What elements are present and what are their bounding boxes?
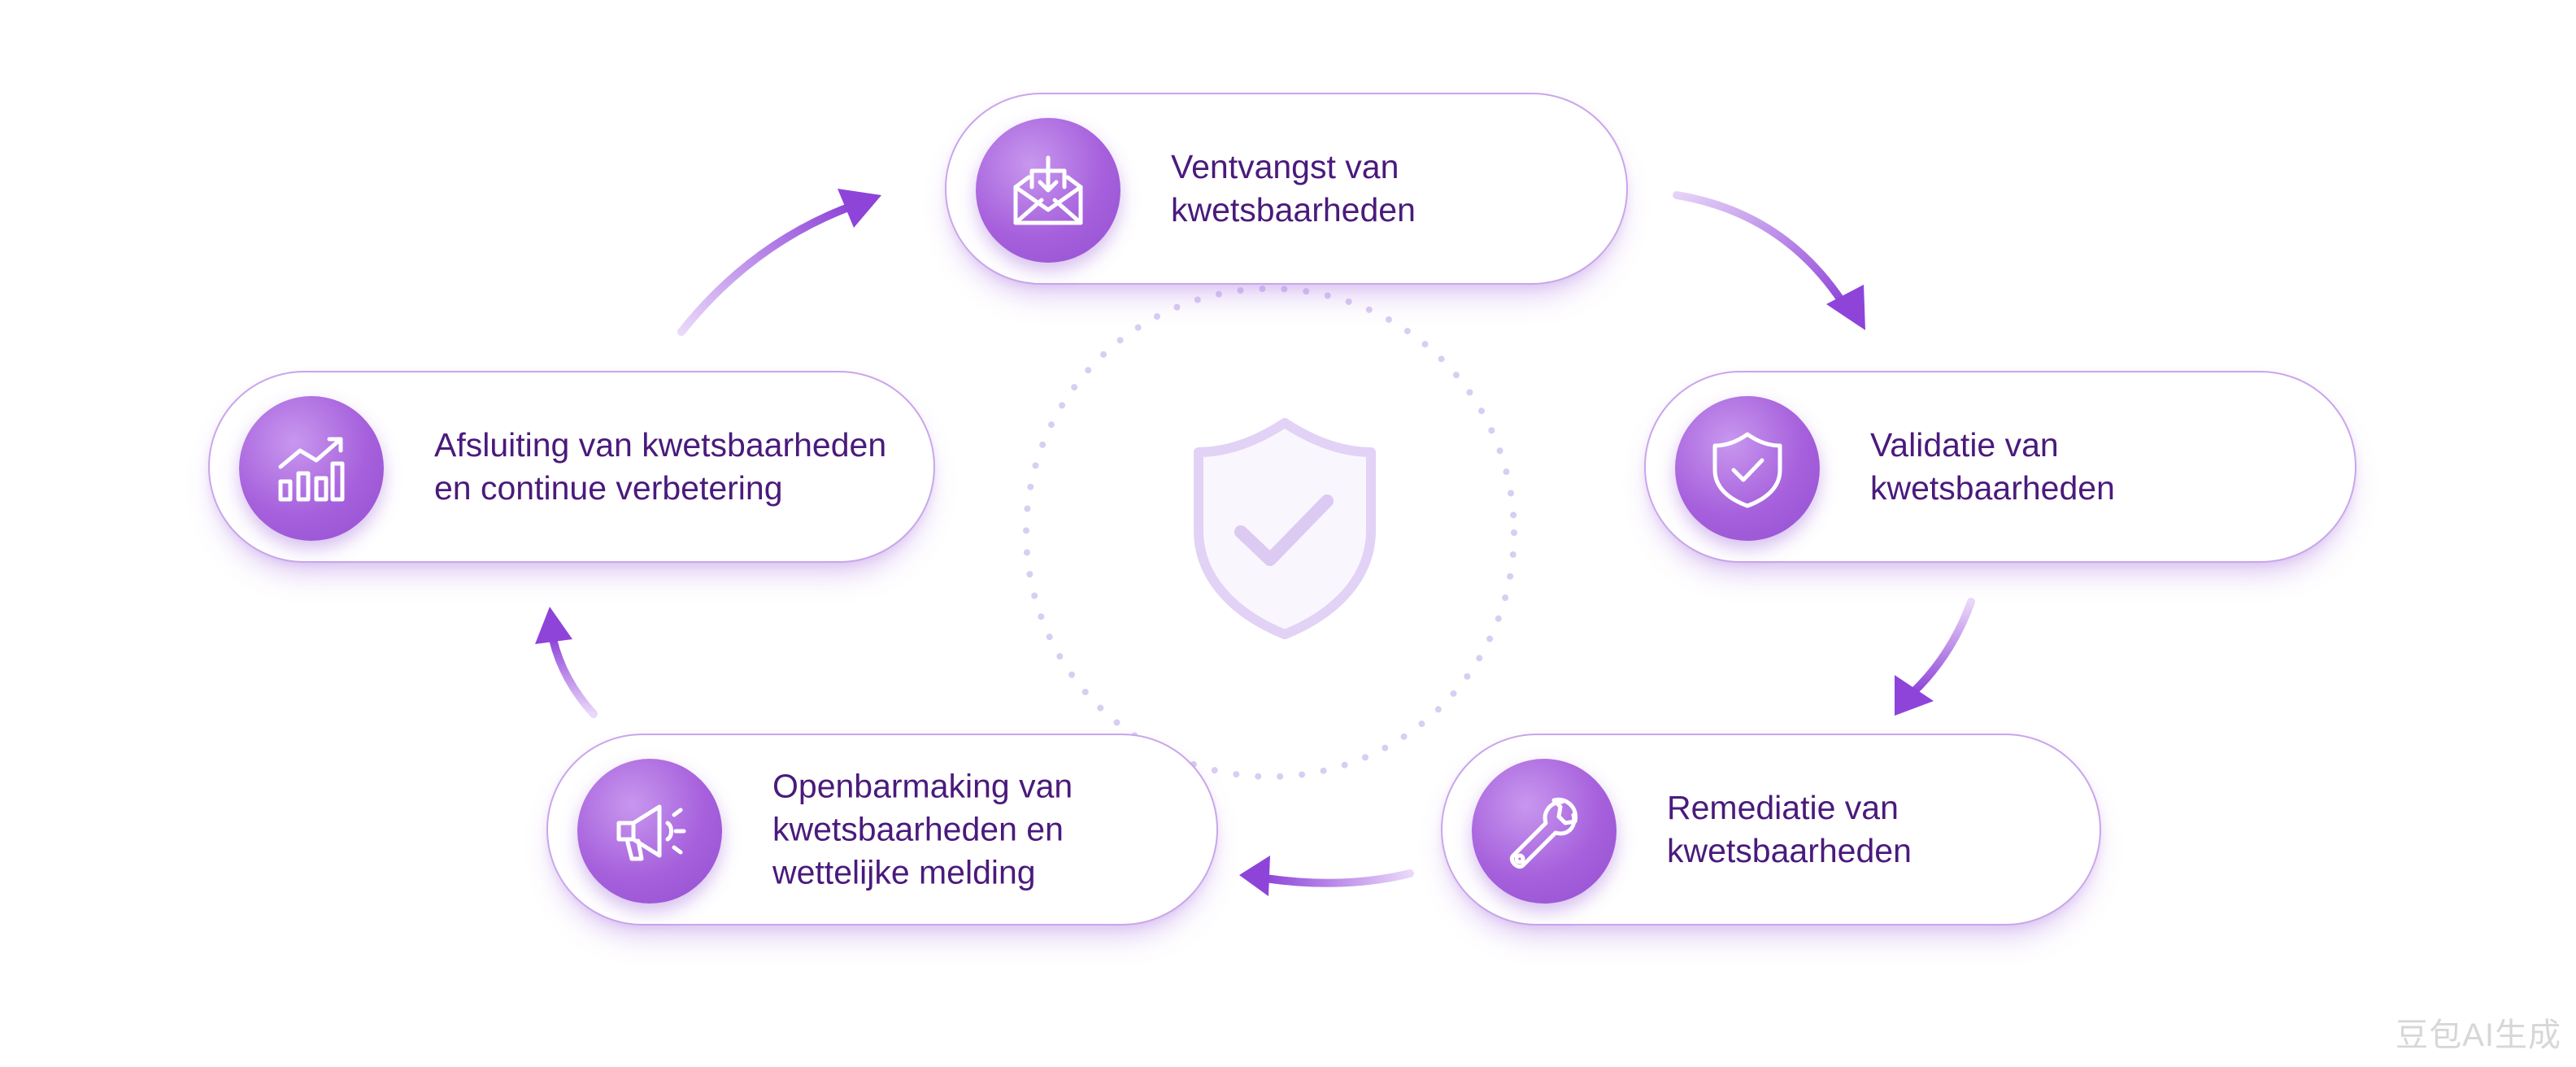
step-4-badge xyxy=(577,759,722,904)
step-5-closure-and-improvement: Afsluiting van kwetsbaarheden en continu… xyxy=(208,371,935,563)
center-shield-check-icon xyxy=(1194,418,1376,639)
step-2-badge xyxy=(1675,396,1820,541)
step-1-vulnerability-intake: Ventvangst van kwetsbaarheden xyxy=(945,93,1628,285)
wrench-icon xyxy=(1510,797,1578,869)
arrow-step3-to-step4 xyxy=(1239,856,1414,896)
step-2-vulnerability-validation: Validatie van kwetsbaarheden xyxy=(1644,371,2356,563)
arrow-step5-to-step1 xyxy=(677,189,881,336)
step-3-badge xyxy=(1472,759,1617,904)
step-1-badge xyxy=(976,118,1120,263)
megaphone-icon xyxy=(616,804,686,861)
mail-download-icon xyxy=(1013,155,1083,225)
shield-check-icon xyxy=(1712,432,1782,508)
step-3-label: Remediatie van kwetsbaarheden xyxy=(1667,789,1912,869)
watermark: 豆包AI生成 xyxy=(2395,1017,2561,1053)
step-4-label: Openbarmaking van kwetsbaarheden en wett… xyxy=(772,767,1073,891)
step-4-disclosure-and-notification: Openbarmaking van kwetsbaarheden en wett… xyxy=(546,734,1218,925)
step-1-label: Ventvangst van kwetsbaarheden xyxy=(1171,148,1416,229)
chart-growth-icon xyxy=(278,437,345,502)
step-3-vulnerability-remediation: Remediatie van kwetsbaarheden xyxy=(1441,734,2101,925)
step-5-label: Afsluiting van kwetsbaarheden en continu… xyxy=(434,426,887,507)
arrow-step1-to-step2 xyxy=(1673,191,1865,330)
step-2-label: Validatie van kwetsbaarheden xyxy=(1870,426,2115,507)
arrow-step4-to-step5 xyxy=(535,607,598,718)
step-5-badge xyxy=(239,396,384,541)
arrow-step2-to-step3 xyxy=(1895,598,1975,716)
